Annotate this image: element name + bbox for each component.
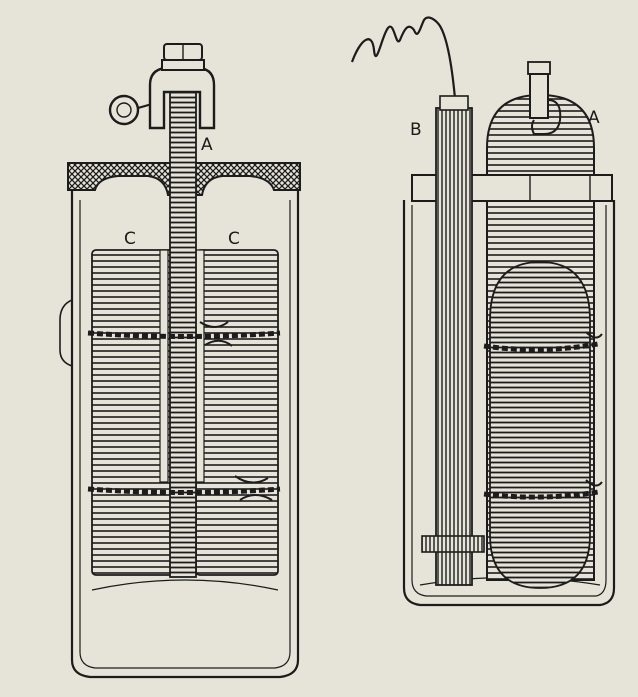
right-wire-coil [350, 16, 458, 111]
right-terminal [527, 61, 562, 135]
right-cord-lower [483, 489, 599, 500]
label-right-cylinder: A [588, 108, 600, 128]
left-cord-upper [87, 330, 281, 339]
label-left-carbon-2: C [228, 229, 240, 249]
left-cord-lower [87, 486, 281, 495]
label-left-carbon-1: C [124, 229, 136, 249]
right-rod-ring [421, 535, 485, 553]
left-cell: A C C [59, 43, 301, 679]
left-terminal-clamp [108, 43, 216, 130]
left-carbon-plate-2 [195, 249, 279, 576]
right-cord-upper [483, 341, 599, 353]
right-jar [402, 200, 616, 607]
left-terminal-ring [108, 94, 140, 126]
right-rod [435, 107, 473, 586]
label-right-rod: B [410, 120, 422, 140]
left-jar-inner [79, 200, 291, 669]
right-cell: B A [350, 16, 616, 607]
right-inner-capsule [489, 261, 591, 589]
label-left-zinc-rod: A [201, 135, 213, 155]
left-jar [70, 190, 300, 679]
